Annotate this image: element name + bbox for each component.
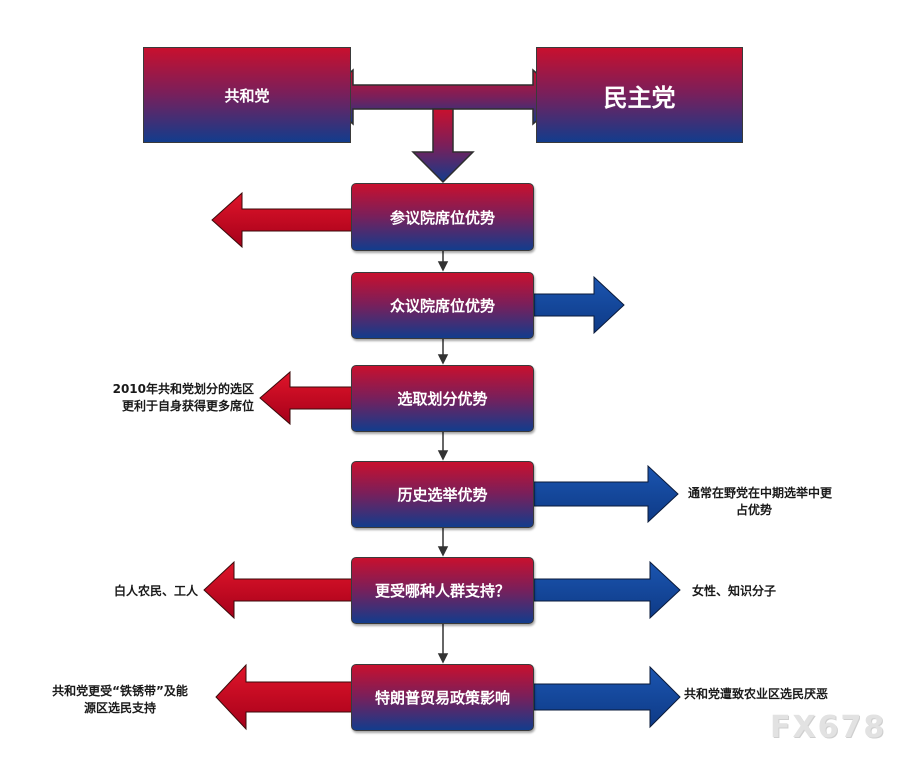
step3-left-red-arrow — [259, 370, 353, 426]
down-arrow-to-steps — [411, 108, 475, 184]
republican-party-box: 共和党 — [143, 47, 351, 143]
note-line: 源区选民支持 — [83, 701, 156, 715]
step-box-trade-policy: 特朗普贸易政策影响 — [351, 664, 534, 731]
note-history-right: 通常在野党在中期选举中更 占优势 — [688, 485, 888, 519]
connector-head-3-4 — [437, 450, 449, 461]
note-line: 白人农民、工人 — [113, 584, 198, 598]
step6-left-red-arrow — [215, 663, 353, 731]
note-voters-left: 白人农民、工人 — [40, 583, 198, 600]
step5-right-blue-arrow — [533, 560, 681, 620]
watermark-logo: FX678 — [770, 710, 887, 745]
connector-head-5-6 — [437, 653, 449, 664]
note-trade-right: 共和党遭致农业区选民厌恶 — [684, 686, 884, 703]
step-label: 参议院席位优势 — [389, 208, 495, 227]
step-box-house: 众议院席位优势 — [351, 272, 534, 339]
note-line: 共和党更受“铁锈带”及能 — [52, 684, 188, 698]
note-line: 2010年共和党划分的选区 — [112, 382, 254, 396]
step4-right-blue-arrow — [533, 464, 679, 524]
step5-left-red-arrow — [203, 560, 353, 620]
connector-head-1-2 — [437, 261, 449, 272]
step-label: 特朗普贸易政策影响 — [374, 689, 510, 707]
note-voters-right: 女性、知识分子 — [692, 583, 872, 600]
step-box-senate: 参议院席位优势 — [351, 183, 534, 251]
note-line: 更利于自身获得更多席位 — [121, 399, 254, 413]
note-line: 女性、知识分子 — [692, 584, 777, 598]
note-trade-left: 共和党更受“铁锈带”及能 源区选民支持 — [30, 683, 210, 717]
note-line: 通常在野党在中期选举中更 — [688, 486, 833, 500]
step-box-history: 历史选举优势 — [351, 461, 534, 528]
step-connectors — [437, 251, 449, 664]
step-label: 更受哪种人群支持？ — [374, 582, 510, 600]
connector-head-2-3 — [437, 354, 449, 365]
step-box-districting: 选取划分优势 — [351, 365, 534, 432]
step6-right-blue-arrow — [533, 665, 681, 729]
note-line: 占优势 — [736, 503, 773, 517]
democratic-party-label: 民主党 — [603, 83, 676, 112]
step2-right-blue-arrow — [533, 275, 625, 335]
democratic-party-box: 民主党 — [536, 47, 743, 143]
step-box-voter-support: 更受哪种人群支持？ — [351, 557, 534, 624]
step-label: 众议院席位优势 — [389, 297, 495, 315]
step1-left-red-arrow — [211, 191, 353, 249]
connector-head-4-5 — [437, 546, 449, 557]
step-label: 选取划分优势 — [397, 390, 488, 408]
note-line: 共和党遭致农业区选民厌恶 — [684, 687, 829, 701]
republican-party-label: 共和党 — [224, 86, 270, 105]
step-label: 历史选举优势 — [397, 486, 488, 504]
note-districting-left: 2010年共和党划分的选区 更利于自身获得更多席位 — [40, 381, 254, 415]
